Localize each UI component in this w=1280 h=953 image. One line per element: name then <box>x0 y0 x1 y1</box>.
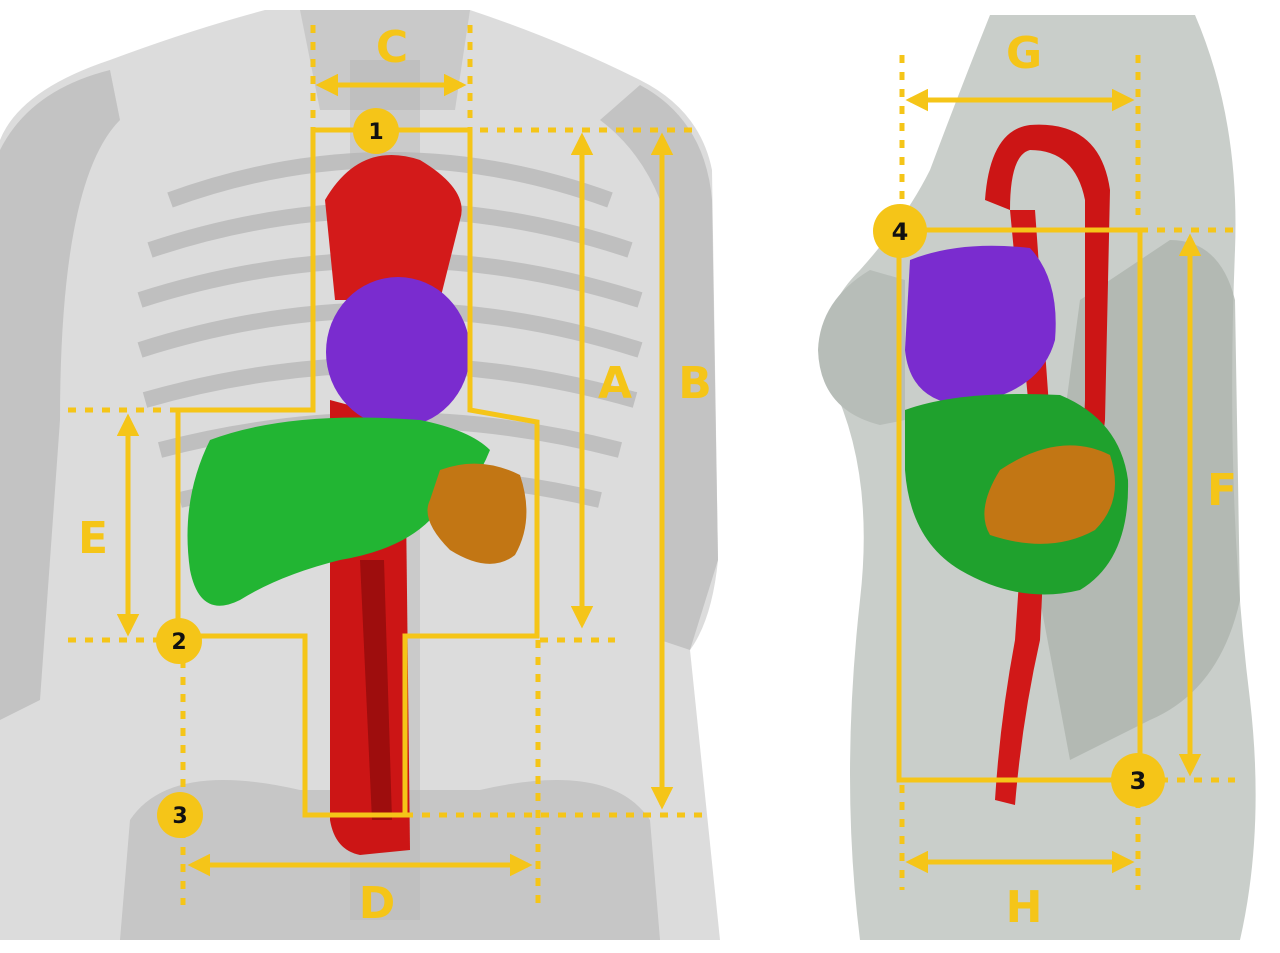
right-arm <box>600 85 718 650</box>
landmark-3-side-text: 3 <box>1130 767 1147 795</box>
landmark-1-text: 1 <box>368 120 383 145</box>
side-outline-box <box>896 227 1143 783</box>
label-b: B <box>678 358 712 409</box>
heart-ventricle-side <box>905 245 1056 405</box>
front-organs <box>187 155 527 855</box>
landmark-1: 1 <box>353 108 399 154</box>
vessel-front-2 <box>360 560 392 820</box>
landmark-3-front: 3 <box>157 792 203 838</box>
heart-ventricle-front <box>326 277 470 427</box>
side-breast <box>818 270 905 425</box>
heart-atria-front <box>325 155 462 300</box>
left-arm <box>0 70 120 720</box>
spleen-front <box>427 463 527 564</box>
label-g: G <box>1006 28 1042 79</box>
label-a: A <box>598 358 632 409</box>
label-c: C <box>376 22 408 73</box>
side-organs <box>905 124 1129 805</box>
landmark-2-text: 2 <box>171 630 186 655</box>
liver-front <box>187 417 490 606</box>
label-f: F <box>1207 465 1237 516</box>
front-dimension-arrows <box>116 73 674 877</box>
label-e: E <box>78 513 108 564</box>
landmark-3-side: 3 <box>1111 753 1165 807</box>
label-h: H <box>1006 882 1043 933</box>
side-view-panel: G F H 4 3 <box>818 15 1256 940</box>
label-d: D <box>359 878 396 929</box>
landmark-3-front-text: 3 <box>172 804 187 829</box>
landmark-4: 4 <box>873 204 927 258</box>
side-dimension-arrows <box>905 88 1202 874</box>
side-guides <box>899 55 1238 890</box>
landmark-2: 2 <box>156 618 202 664</box>
landmark-4-text: 4 <box>892 218 909 246</box>
spleen-side <box>984 445 1115 544</box>
front-view-panel: C A B E D 1 2 3 <box>0 10 720 940</box>
front-guides <box>68 25 705 905</box>
